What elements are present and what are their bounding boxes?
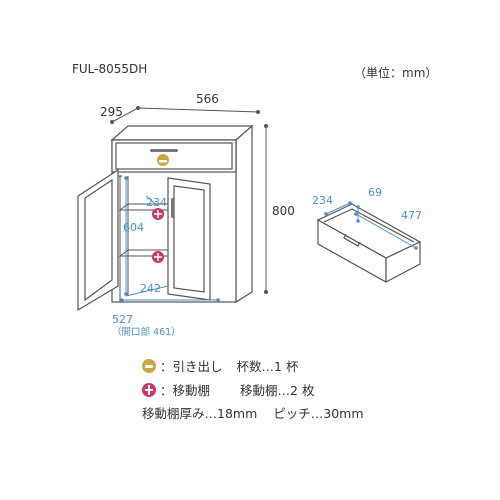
dimension-end-dots (110, 106, 268, 294)
shelf-thickness: 移動棚厚み…18mm (142, 406, 258, 421)
shelf-legend-label: ：移動棚 (160, 383, 211, 398)
right-door-handle (171, 198, 174, 218)
drawer-drawing (316, 203, 422, 284)
shelf-legend-icon (142, 382, 156, 397)
height-dim-label: 800 (272, 204, 295, 218)
inner-dim-dots (120, 176, 220, 302)
inner-width-label: 527 (112, 313, 133, 326)
model-number: FUL-8055DH (72, 62, 148, 76)
depth-dim-label: 295 (100, 105, 123, 119)
drawer-height-label: 69 (368, 186, 382, 199)
drawer-marker-icon (157, 154, 169, 166)
inner-height-label: 604 (123, 221, 144, 234)
drawer-dim-dots (324, 201, 418, 250)
shelf-marker-icon (152, 208, 164, 220)
drawer-count: 杯数…1 杯 (236, 359, 299, 374)
drawer-dimension-lines (325, 202, 417, 249)
right-door (167, 177, 211, 301)
shelf-marker-icon (152, 251, 164, 263)
opening-note: （開口部 461） (112, 326, 181, 338)
inner-bottom-depth-label: 242 (140, 282, 161, 295)
unit-label: （単位：mm） (354, 66, 438, 80)
drawer-front-handle (343, 233, 361, 247)
drawer-depth-label: 234 (312, 194, 333, 207)
drawer-legend-label: ：引き出し (160, 359, 223, 374)
left-door (77, 168, 119, 312)
legend-spec-row: 移動棚厚み…18mm ピッチ…30mm (142, 403, 364, 422)
shelf-pitch: ピッチ…30mm (273, 406, 364, 421)
width-dim-label: 566 (196, 92, 219, 106)
legend-drawer-row: ：引き出し 杯数…1 杯 (142, 356, 298, 375)
drawer-width-label: 477 (401, 209, 422, 222)
inner-depth-label: 234 (146, 196, 167, 209)
drawer-legend-icon (142, 358, 156, 373)
outer-dimension-lines (111, 107, 267, 292)
legend-shelf-row: ：移動棚 移動棚…2 枚 (142, 380, 314, 399)
shelf-count: 移動棚…2 枚 (240, 383, 315, 398)
drawer-handle (150, 149, 178, 152)
inner-dimension-lines (122, 178, 218, 301)
